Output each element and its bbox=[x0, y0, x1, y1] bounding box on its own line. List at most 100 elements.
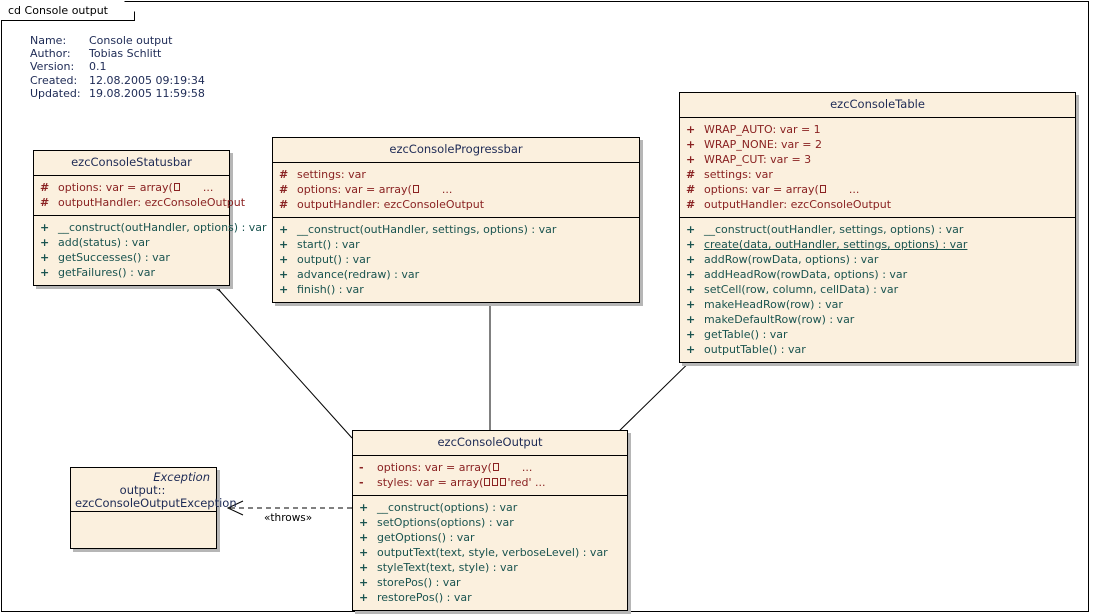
attribute-row: - styles: var = array('red' ... bbox=[353, 475, 627, 490]
compartment-divider bbox=[34, 175, 229, 176]
method-signature: finish() : var bbox=[297, 283, 364, 296]
visibility-marker: + bbox=[279, 253, 289, 266]
diagram-info-table: Name: Console output Author: Tobias Schl… bbox=[30, 34, 205, 100]
visibility-marker: # bbox=[686, 183, 696, 196]
visibility-marker: + bbox=[40, 236, 50, 249]
method-row: + __construct(outHandler, settings, opti… bbox=[273, 222, 639, 237]
method-signature: setOptions(options) : var bbox=[377, 516, 514, 529]
visibility-marker: + bbox=[686, 313, 696, 326]
attribute-row: + WRAP_AUTO: var = 1 bbox=[680, 122, 1075, 137]
attribute-signature: options: var = array(... bbox=[704, 183, 860, 196]
method-signature: output() : var bbox=[297, 253, 371, 266]
method-row: + setCell(row, column, cellData) : var bbox=[680, 282, 1075, 297]
method-signature: outputText(text, style, verboseLevel) : … bbox=[377, 546, 608, 559]
visibility-marker: + bbox=[279, 283, 289, 296]
visibility-marker: + bbox=[686, 328, 696, 341]
attribute-signature: outputHandler: ezcConsoleOutput bbox=[704, 198, 892, 211]
method-signature: __construct(options) : var bbox=[377, 501, 518, 514]
attribute-row: # options: var = array(... bbox=[34, 180, 229, 195]
visibility-marker: + bbox=[359, 501, 369, 514]
method-signature: advance(redraw) : var bbox=[297, 268, 420, 281]
visibility-marker: + bbox=[40, 266, 50, 279]
visibility-marker: + bbox=[279, 238, 289, 251]
info-key-version: Version: bbox=[30, 60, 75, 74]
visibility-marker: + bbox=[359, 591, 369, 604]
visibility-marker: + bbox=[686, 343, 696, 356]
attribute-row: # settings: var bbox=[680, 167, 1075, 182]
method-signature: restorePos() : var bbox=[377, 591, 472, 604]
visibility-marker: + bbox=[686, 123, 696, 136]
method-signature: outputTable() : var bbox=[704, 343, 806, 356]
attribute-signature: settings: var bbox=[297, 168, 366, 181]
info-row: Created: 12.08.2005 09:19:34 bbox=[30, 74, 205, 87]
visibility-marker: + bbox=[279, 268, 289, 281]
diagram-frame-tab[interactable]: cd Console output bbox=[1, 1, 135, 21]
method-signature: setCell(row, column, cellData) : var bbox=[704, 283, 899, 296]
method-row: + addHeadRow(rowData, options) : var bbox=[680, 267, 1075, 282]
method-compartment-statusbar: + __construct(outHandler, options) : var… bbox=[34, 216, 267, 285]
attribute-row: - options: var = array(... bbox=[353, 460, 627, 475]
method-signature: getSuccesses() : var bbox=[58, 251, 170, 264]
method-row: + finish() : var bbox=[273, 282, 639, 297]
compartment-divider bbox=[34, 215, 229, 216]
class-ezcconsolestatusbar[interactable]: ezcConsoleStatusbar # options: var = arr… bbox=[33, 150, 267, 286]
method-row: + create(data, outHandler, settings, opt… bbox=[680, 237, 1075, 252]
method-signature: makeHeadRow(row) : var bbox=[704, 298, 843, 311]
attribute-row: # outputHandler: ezcConsoleOutput bbox=[273, 197, 639, 212]
visibility-marker: # bbox=[279, 198, 289, 211]
dependency-arrowhead bbox=[226, 500, 244, 516]
visibility-marker: + bbox=[359, 576, 369, 589]
method-signature: getFailures() : var bbox=[58, 266, 156, 279]
attribute-compartment-table: + WRAP_AUTO: var = 1 + WRAP_NONE: var = … bbox=[680, 118, 1075, 217]
class-title-table: ezcConsoleTable bbox=[830, 97, 925, 111]
method-signature: getOptions() : var bbox=[377, 531, 475, 544]
method-signature: __construct(outHandler, settings, option… bbox=[704, 223, 964, 236]
visibility-marker: - bbox=[359, 476, 364, 489]
compartment-divider bbox=[353, 455, 627, 456]
method-signature: addRow(rowData, options) : var bbox=[704, 253, 879, 266]
visibility-marker: + bbox=[359, 546, 369, 559]
visibility-marker: # bbox=[279, 183, 289, 196]
method-compartment-table: + __construct(outHandler, settings, opti… bbox=[680, 218, 1075, 362]
visibility-marker: + bbox=[686, 253, 696, 266]
method-row: + getSuccesses() : var bbox=[34, 250, 229, 265]
method-signature: __construct(outHandler, options) : var bbox=[58, 221, 267, 234]
attribute-compartment-statusbar: # options: var = array(... # outputHandl… bbox=[34, 176, 245, 215]
visibility-marker: + bbox=[279, 223, 289, 236]
attribute-signature: styles: var = array('red' ... bbox=[377, 476, 546, 489]
method-row: + start() : var bbox=[273, 237, 639, 252]
class-stereotype-exception: Exception bbox=[153, 470, 210, 484]
attribute-compartment-output: - options: var = array(... - styles: var… bbox=[353, 456, 627, 495]
method-signature: __construct(outHandler, settings, option… bbox=[297, 223, 557, 236]
attribute-row: # outputHandler: ezcConsoleOutput bbox=[680, 197, 1075, 212]
class-title-progressbar: ezcConsoleProgressbar bbox=[389, 142, 523, 156]
info-row: Name: Console output bbox=[30, 34, 205, 47]
info-key-author: Author: bbox=[30, 47, 71, 61]
attribute-signature: outputHandler: ezcConsoleOutput bbox=[58, 196, 246, 209]
class-title-output: ezcConsoleOutput bbox=[437, 435, 543, 449]
class-ezcconsoletable[interactable]: ezcConsoleTable + WRAP_AUTO: var = 1 + W… bbox=[679, 92, 1076, 363]
method-signature: makeDefaultRow(row) : var bbox=[704, 313, 855, 326]
method-row: + outputText(text, style, verboseLevel) … bbox=[353, 545, 627, 560]
attribute-row: + WRAP_NONE: var = 2 bbox=[680, 137, 1075, 152]
visibility-marker: + bbox=[40, 221, 50, 234]
info-row: Author: Tobias Schlitt bbox=[30, 47, 205, 60]
class-ezcconsoleprogressbar[interactable]: ezcConsoleProgressbar # settings: var # … bbox=[272, 137, 640, 303]
method-row: + storePos() : var bbox=[353, 575, 627, 590]
method-signature: storePos() : var bbox=[377, 576, 461, 589]
compartment-divider bbox=[680, 217, 1075, 218]
visibility-marker: # bbox=[40, 196, 50, 209]
compartment-divider bbox=[680, 117, 1075, 118]
method-row: + makeHeadRow(row) : var bbox=[680, 297, 1075, 312]
attribute-signature: outputHandler: ezcConsoleOutput bbox=[297, 198, 485, 211]
diagram-info-block: Name: Console output Author: Tobias Schl… bbox=[30, 34, 205, 100]
class-ezcconsoleoutput[interactable]: ezcConsoleOutput - options: var = array(… bbox=[352, 430, 628, 611]
visibility-marker: + bbox=[686, 223, 696, 236]
method-row: + __construct(outHandler, options) : var bbox=[34, 220, 267, 235]
class-ezcconsoleoutputexception[interactable]: Exception output:: ezcConsoleOutputExcep… bbox=[70, 467, 237, 549]
compartment-divider bbox=[353, 495, 627, 496]
attribute-signature: WRAP_AUTO: var = 1 bbox=[704, 123, 821, 136]
method-signature: addHeadRow(rowData, options) : var bbox=[704, 268, 908, 281]
attribute-signature: settings: var bbox=[704, 168, 773, 181]
member-compartment-exception bbox=[71, 512, 216, 548]
